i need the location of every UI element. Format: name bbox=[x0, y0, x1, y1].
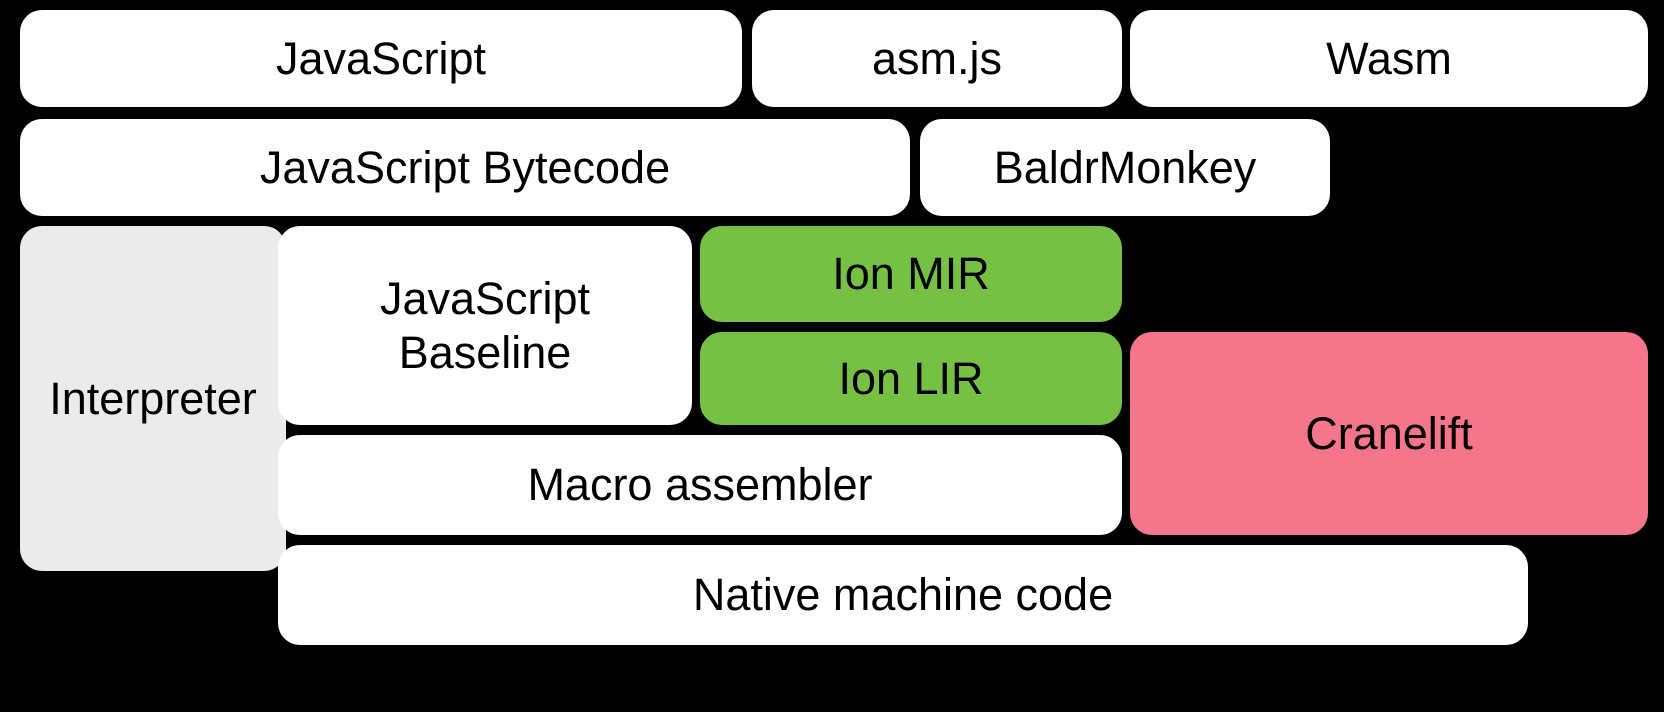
node-baldrmonkey-label: BaldrMonkey bbox=[993, 141, 1257, 193]
node-asmjs-label: asm.js bbox=[871, 32, 1002, 84]
node-interpreter-label: Interpreter bbox=[49, 372, 257, 424]
node-macro-assembler-label: Macro assembler bbox=[527, 459, 873, 511]
node-ion-lir[interactable]: Ion LIR bbox=[700, 332, 1122, 425]
node-wasm-label: Wasm bbox=[1326, 32, 1452, 84]
node-macro-assembler[interactable]: Macro assembler bbox=[278, 435, 1122, 535]
node-wasm[interactable]: Wasm bbox=[1130, 10, 1648, 107]
node-javascript-bytecode-label: JavaScript Bytecode bbox=[259, 141, 671, 193]
node-native-machine-code[interactable]: Native machine code bbox=[278, 545, 1528, 645]
node-cranelift-label: Cranelift bbox=[1305, 407, 1473, 459]
node-ion-lir-label: Ion LIR bbox=[838, 352, 984, 404]
node-ion-mir-label: Ion MIR bbox=[832, 248, 990, 300]
node-native-machine-code-label: Native machine code bbox=[692, 569, 1114, 621]
node-javascript-baseline-label: JavaScript Baseline bbox=[379, 273, 591, 378]
node-ion-mir[interactable]: Ion MIR bbox=[700, 226, 1122, 322]
node-javascript-bytecode[interactable]: JavaScript Bytecode bbox=[20, 119, 910, 216]
node-baldrmonkey[interactable]: BaldrMonkey bbox=[920, 119, 1330, 216]
node-javascript-baseline[interactable]: JavaScript Baseline bbox=[278, 226, 692, 425]
node-interpreter[interactable]: Interpreter bbox=[20, 226, 286, 571]
node-cranelift[interactable]: Cranelift bbox=[1130, 332, 1648, 535]
node-asmjs[interactable]: asm.js bbox=[752, 10, 1122, 107]
node-javascript-label: JavaScript bbox=[275, 32, 487, 84]
node-javascript[interactable]: JavaScript bbox=[20, 10, 742, 107]
